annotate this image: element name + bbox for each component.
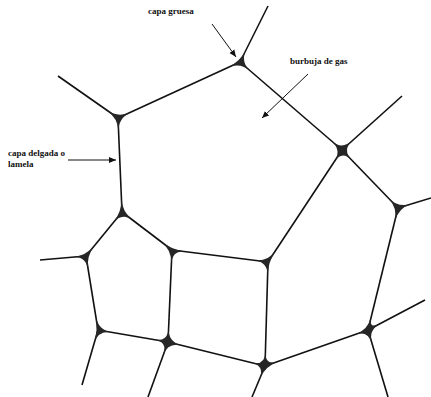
plateau-border [227,50,250,72]
callout-label: burbuja de gas [290,56,400,67]
plateau-border [388,198,411,222]
film-line [368,208,398,330]
film-line [168,342,265,366]
film-line [118,118,122,212]
film-line [268,150,342,262]
plateau-border [251,352,278,379]
plateau-border [113,198,133,223]
plateau-border [355,316,381,343]
plateau-border [94,316,112,343]
plateau-border [72,245,95,270]
plateau-border [107,110,131,132]
leader-arrow [68,160,116,161]
plateau-border [331,141,352,162]
callout-label: capa delgada o lamela [8,148,68,170]
leader-arrow [212,24,236,57]
film-line [118,62,240,118]
leader-arrow [262,74,308,118]
plateau-border [161,242,186,265]
film-line [168,250,172,342]
plateau-border [254,250,276,276]
film-line [265,330,368,366]
film-line [265,262,268,366]
callout-label: capa gruesa [148,6,238,17]
film-line [172,250,268,262]
plateau-border [154,328,181,355]
film-line [240,62,342,150]
